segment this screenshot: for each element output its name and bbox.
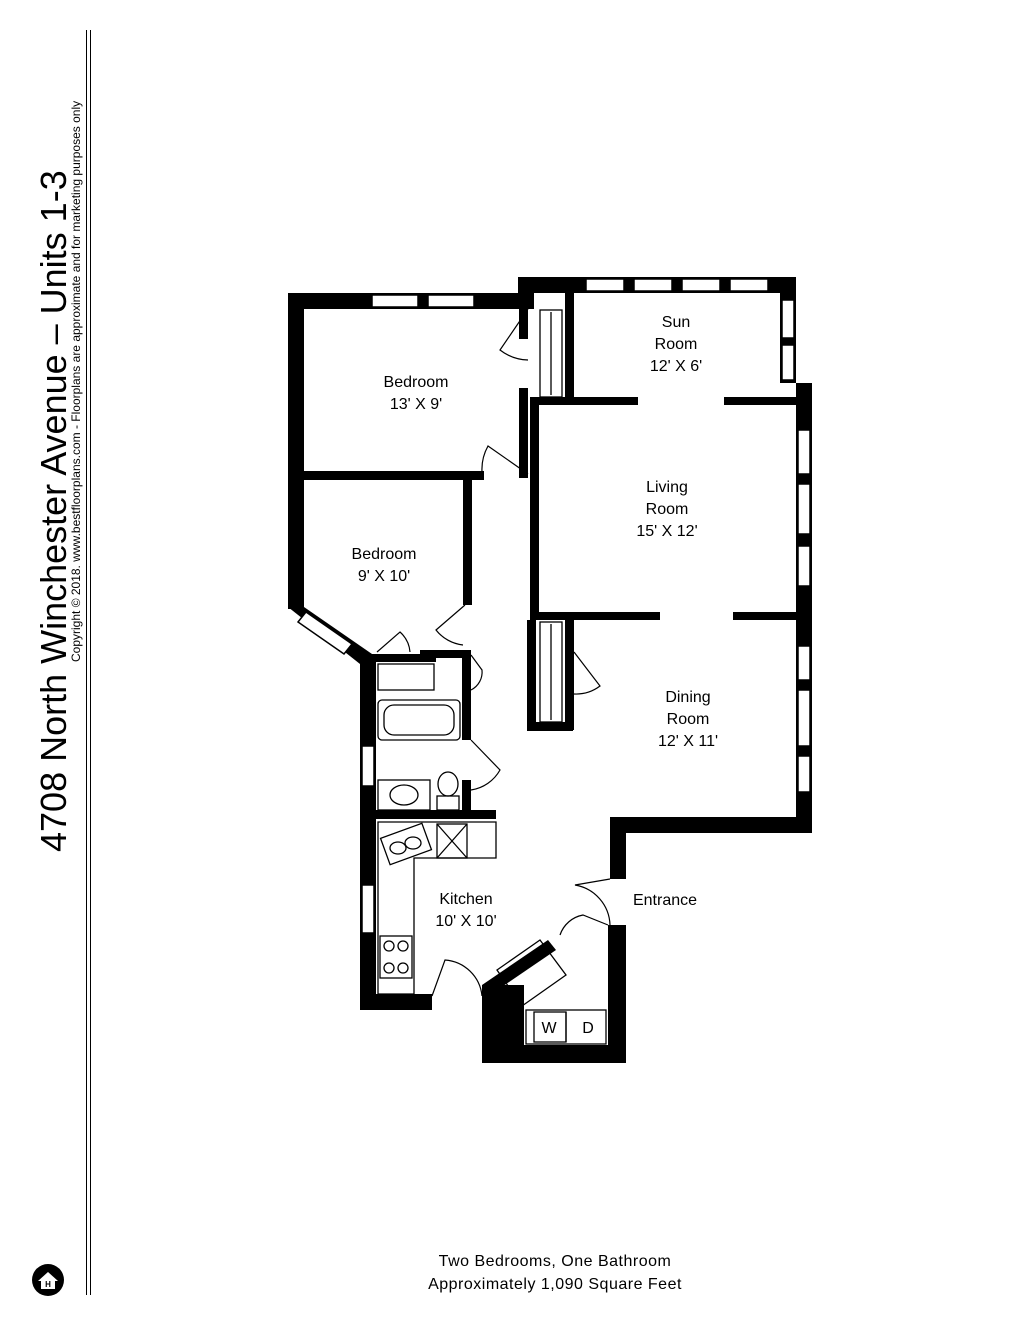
dryer-label: D [582,1020,594,1037]
living-room-dims: 15' X 12' [636,523,697,540]
kitchen-dims: 10' X 10' [435,913,496,930]
dining-room-name1: Dining [665,689,710,706]
summary-square-feet: Approximately 1,090 Square Feet [428,1276,682,1293]
summary-bedrooms: Two Bedrooms, One Bathroom [438,1253,672,1270]
sun-room-name2: Room [655,336,698,353]
bedroom1-dims: 13' X 9' [390,396,442,413]
bedroom1-name: Bedroom [384,374,449,391]
logo-letter: H [45,1280,51,1289]
sun-room-dims: 12' X 6' [650,358,702,375]
dining-room-dims: 12' X 11' [658,733,718,750]
dining-room-name2: Room [667,711,710,728]
entrance-label: Entrance [633,892,697,909]
divider-line [90,30,91,1295]
sun-room-name1: Sun [662,314,690,331]
room-labels: Bedroom 13' X 9' Bedroom 9' X 10' Sun Ro… [352,314,719,1037]
living-room-name2: Room [646,501,689,518]
living-room-name1: Living [646,479,688,496]
kitchen-name: Kitchen [439,891,492,908]
windows [296,278,811,934]
divider-line [86,30,87,1295]
bedroom2-name: Bedroom [352,546,417,563]
bedroom2-dims: 9' X 10' [358,568,410,585]
house-logo-icon: H [32,1264,64,1296]
washer-label: W [541,1020,557,1037]
fixtures [377,309,607,1045]
doors [376,308,611,997]
